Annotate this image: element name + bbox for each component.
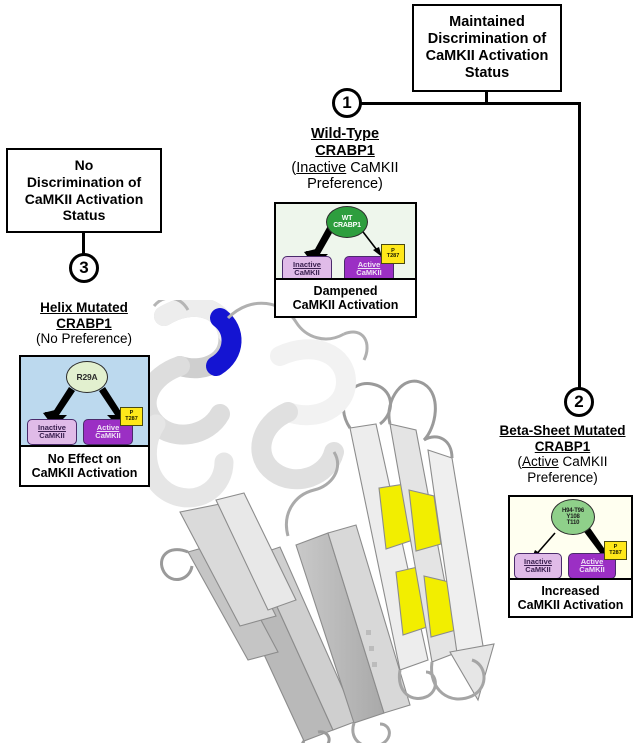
marker-3: 3 xyxy=(69,253,99,283)
wild-type-inactive-camkii: Inactive CaMKII xyxy=(282,256,332,278)
beta-sheet-mutated-inactive-camkii: Inactive CaMKII xyxy=(514,553,562,578)
maintained-discrimination-line-1: Maintained xyxy=(449,13,525,30)
maintained-discrimination-line-4: Status xyxy=(464,65,510,82)
no-discrimination-line-3: CaMKII Activation xyxy=(24,190,144,207)
helix-mutated-inactive-label-2: CaMKII xyxy=(39,431,65,440)
connector-top-stem xyxy=(485,92,488,104)
wild-type-heading-line-3: (Inactive CaMKII xyxy=(291,159,399,176)
beta-sheet-mutated-protein-bubble: H94-T96 Y108 T110 xyxy=(551,499,595,535)
connector-right-drop xyxy=(578,102,581,388)
helix-mutated-phospho-tag: P T287 xyxy=(120,407,143,426)
wild-type-active-label-2: CaMKII xyxy=(356,268,382,277)
helix-mutated-phospho-line-1: P xyxy=(129,410,134,416)
helix-mutated-heading-line-1: Helix Mutated xyxy=(40,300,128,315)
helix-mutated-panel: R29A Inactive CaMKII Active CaMKII P T28… xyxy=(19,355,150,487)
wild-type-phospho-line-1: P xyxy=(391,247,395,254)
wild-type-caption: Dampened CaMKII Activation xyxy=(276,280,415,316)
helix-mutated-active-label-2: CaMKII xyxy=(95,431,121,440)
wild-type-protein-label-1: WT xyxy=(341,214,353,222)
beta-sheet-mutated-protein-label-3: T110 xyxy=(566,520,580,527)
wild-type-heading-line-4: Preference) xyxy=(307,176,383,193)
no-discrimination-line-2: Discrimination of xyxy=(26,173,142,190)
no-discrimination-box: No Discrimination of CaMKII Activation S… xyxy=(6,148,162,233)
beta-sheet-mutated-protein-label-1: H94-T96 xyxy=(562,507,584,514)
marker-1-label: 1 xyxy=(342,93,352,112)
beta-sheet-mutated-heading-underlined-word: Active xyxy=(521,454,559,470)
marker-1: 1 xyxy=(332,88,362,118)
wild-type-protein-label-2: CRABP1 xyxy=(333,222,361,229)
beta-sheet-mutated-heading: Beta-Sheet Mutated CRABP1 (Active CaMKII… xyxy=(485,423,640,486)
beta-sheet-mutated-caption-line-2: CaMKII Activation xyxy=(517,598,624,612)
wild-type-heading-underlined-word: Inactive xyxy=(296,159,347,176)
beta-sheet-mutated-inactive-label-2: CaMKII xyxy=(525,565,551,574)
maintained-discrimination-line-2: Discrimination of xyxy=(427,30,547,47)
beta-sheet-mutated-phospho-tag: P T287 xyxy=(604,541,627,560)
beta-sheet-mutated-heading-line-4: Preference) xyxy=(527,469,598,485)
beta-sheet-mutated-heading-line-3: (Active CaMKII xyxy=(517,454,608,470)
helix-mutated-diagram: R29A Inactive CaMKII Active CaMKII P T28… xyxy=(21,357,148,447)
wild-type-inactive-label-1: Inactive xyxy=(293,259,321,269)
helix-mutated-phospho-line-2: T287 xyxy=(125,415,138,422)
wild-type-heading: Wild-Type CRABP1 (Inactive CaMKII Prefer… xyxy=(259,126,431,193)
beta-sheet-mutated-active-label-1: Active xyxy=(580,556,604,566)
marker-2-label: 2 xyxy=(574,392,584,411)
helix-mutated-heading-line-3: (No Preference) xyxy=(35,331,133,347)
beta-sheet-mutated-inactive-label-1: Inactive xyxy=(524,556,552,566)
helix-mutated-protein-bubble: R29A xyxy=(66,361,108,393)
helix-mutated-caption: No Effect on CaMKII Activation xyxy=(21,447,148,485)
wild-type-inactive-label-2: CaMKII xyxy=(294,268,320,277)
helix-mutated-protein-label-1: R29A xyxy=(76,371,98,382)
helix-mutated-heading: Helix Mutated CRABP1 (No Preference) xyxy=(8,300,160,347)
wild-type-heading-line-1: Wild-Type xyxy=(310,126,380,142)
beta-sheet-mutated-protein-label-2: Y108 xyxy=(566,513,580,520)
wild-type-caption-line-1: Dampened xyxy=(313,283,378,298)
maintained-discrimination-line-3: CaMKII Activation xyxy=(425,48,549,64)
wild-type-protein-bubble: WT CRABP1 xyxy=(326,206,368,238)
wild-type-phospho-line-2: T287 xyxy=(386,253,400,259)
helix-mutated-active-label-1: Active xyxy=(96,422,120,432)
beta-sheet-mutated-active-label-2: CaMKII xyxy=(579,565,605,574)
no-discrimination-line-1: No xyxy=(74,157,94,174)
helix-mutated-caption-line-2: CaMKII Activation xyxy=(31,466,138,480)
beta-sheet-mutated-caption: Increased CaMKII Activation xyxy=(510,580,631,616)
wild-type-diagram: WT CRABP1 Inactive CaMKII Active CaMKII … xyxy=(276,204,415,280)
helix-mutated-caption-line-1: No Effect on xyxy=(47,451,122,466)
wild-type-phospho-tag: P T287 xyxy=(381,244,405,264)
marker-3-label: 3 xyxy=(79,258,89,277)
wild-type-heading-line-2: CRABP1 xyxy=(315,142,375,159)
wild-type-caption-line-2: CaMKII Activation xyxy=(292,298,399,312)
beta-sheet-mutated-phospho-line-2: T287 xyxy=(609,549,622,556)
wild-type-panel: WT CRABP1 Inactive CaMKII Active CaMKII … xyxy=(274,202,417,318)
helix-mutated-inactive-camkii: Inactive CaMKII xyxy=(27,419,77,445)
connector-left-stem xyxy=(82,233,85,254)
helix-mutated-heading-line-2: CRABP1 xyxy=(56,315,112,331)
connector-horizontal-bus xyxy=(349,102,581,105)
maintained-discrimination-box: Maintained Discrimination of CaMKII Acti… xyxy=(412,4,562,92)
crabp1-ribbon-structure xyxy=(136,300,495,743)
beta-sheet-mutated-caption-line-1: Increased xyxy=(541,583,600,598)
wild-type-active-label-1: Active xyxy=(357,259,381,269)
no-discrimination-line-4: Status xyxy=(62,207,106,224)
beta-sheet-mutated-diagram: H94-T96 Y108 T110 Inactive CaMKII Active… xyxy=(510,497,631,580)
helix-mutated-inactive-label-1: Inactive xyxy=(38,422,66,432)
beta-sheet-mutated-heading-line-2: CRABP1 xyxy=(534,438,591,454)
beta-sheet-mutated-phospho-line-1: P xyxy=(613,544,618,550)
marker-2: 2 xyxy=(564,387,594,417)
beta-sheet-mutated-heading-line-1: Beta-Sheet Mutated xyxy=(499,423,626,438)
beta-sheet-mutated-panel: H94-T96 Y108 T110 Inactive CaMKII Active… xyxy=(508,495,633,618)
